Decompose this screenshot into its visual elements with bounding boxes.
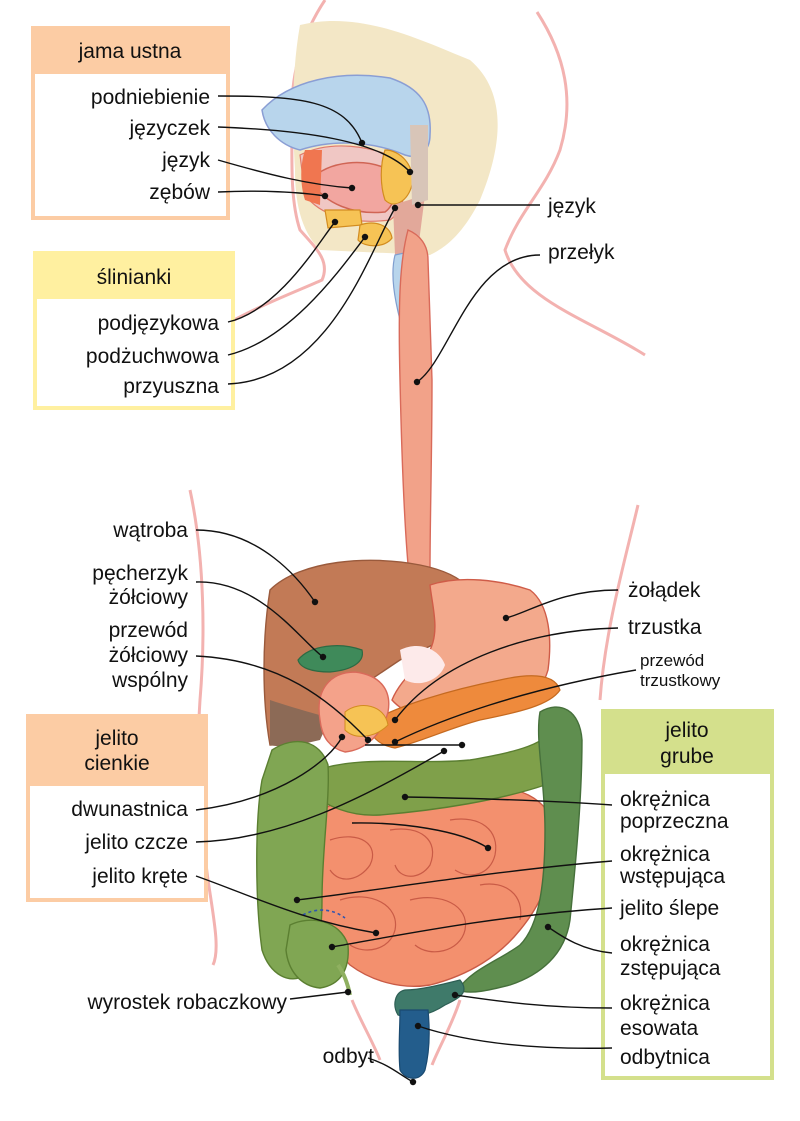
label-bile-duct-1: przewód: [109, 619, 188, 642]
label-gallbladder-1: pęcherzyk: [92, 562, 188, 585]
label-pancreatic-duct-1: przewód: [640, 651, 704, 670]
group-salivary: ślinianki: [33, 251, 235, 410]
label-transverse-2: poprzeczna: [620, 810, 729, 833]
label-anus: odbyt: [323, 1045, 375, 1068]
label-tongue-mouth: język: [161, 149, 210, 172]
group-title-salivary: ślinianki: [97, 266, 172, 289]
label-transverse-1: okrężnica: [620, 788, 710, 811]
group-small-intestine: jelito cienkie: [26, 714, 208, 902]
group-mouth: jama ustna: [31, 26, 230, 220]
label-duodenum: dwunastnica: [71, 798, 188, 821]
label-esophagus: przełyk: [548, 241, 615, 264]
label-uvula: języczek: [128, 117, 210, 140]
group-title-small-intestine-2: cienkie: [84, 752, 149, 775]
label-appendix: wyrostek robaczkowy: [86, 991, 287, 1014]
label-teeth: zębów: [149, 181, 211, 204]
label-bile-duct-2: żółciowy: [109, 644, 189, 667]
group-title-small-intestine-1: jelito: [94, 727, 138, 750]
liver-shape: [263, 559, 477, 746]
esophagus-shape: [398, 229, 433, 587]
group-title-large-intestine-1: jelito: [664, 719, 708, 742]
label-cecum: jelito ślepe: [619, 897, 719, 920]
label-parotid: przyuszna: [123, 375, 219, 398]
label-descending-1: okrężnica: [620, 933, 710, 956]
abdominal-organs: [256, 559, 583, 1079]
label-sublingual: podjęzykowa: [98, 312, 220, 335]
descending-colon-shape: [456, 706, 583, 993]
label-submandibular: podżuchwowa: [86, 345, 219, 368]
label-rectum: odbytnica: [620, 1046, 710, 1069]
label-sigmoid-2: esowata: [620, 1017, 699, 1040]
gallbladder-shape: [297, 645, 363, 673]
label-jejunum: jelito czcze: [84, 831, 188, 854]
label-tongue-right: język: [547, 195, 596, 218]
group-title-mouth: jama ustna: [78, 40, 182, 63]
label-descending-2: zstępująca: [620, 957, 721, 980]
group-large-intestine: jelito grube: [601, 709, 774, 1080]
labels: podniebienie języczek język zębów podjęz…: [71, 86, 729, 1069]
leader-lines: [195, 95, 637, 1086]
label-ileum: jelito kręte: [91, 865, 188, 888]
label-stomach: żołądek: [628, 579, 701, 602]
rectum-shape: [398, 1009, 430, 1079]
group-title-large-intestine-2: grube: [660, 745, 714, 768]
label-ascending-2: wstępująca: [619, 865, 725, 888]
label-pancreas: trzustka: [628, 616, 702, 639]
label-sigmoid-1: okrężnica: [620, 992, 710, 1015]
label-pancreatic-duct-2: trzustkowy: [640, 671, 721, 690]
label-liver: wątroba: [112, 519, 188, 542]
head-organs: [261, 20, 498, 343]
sigmoid-colon-shape: [394, 979, 465, 1018]
pancreas-shape: [369, 675, 561, 749]
label-bile-duct-3: wspólny: [111, 669, 188, 692]
label-ascending-1: okrężnica: [620, 843, 710, 866]
label-gallbladder-2: żółciowy: [109, 586, 189, 609]
label-palate: podniebienie: [91, 86, 210, 109]
